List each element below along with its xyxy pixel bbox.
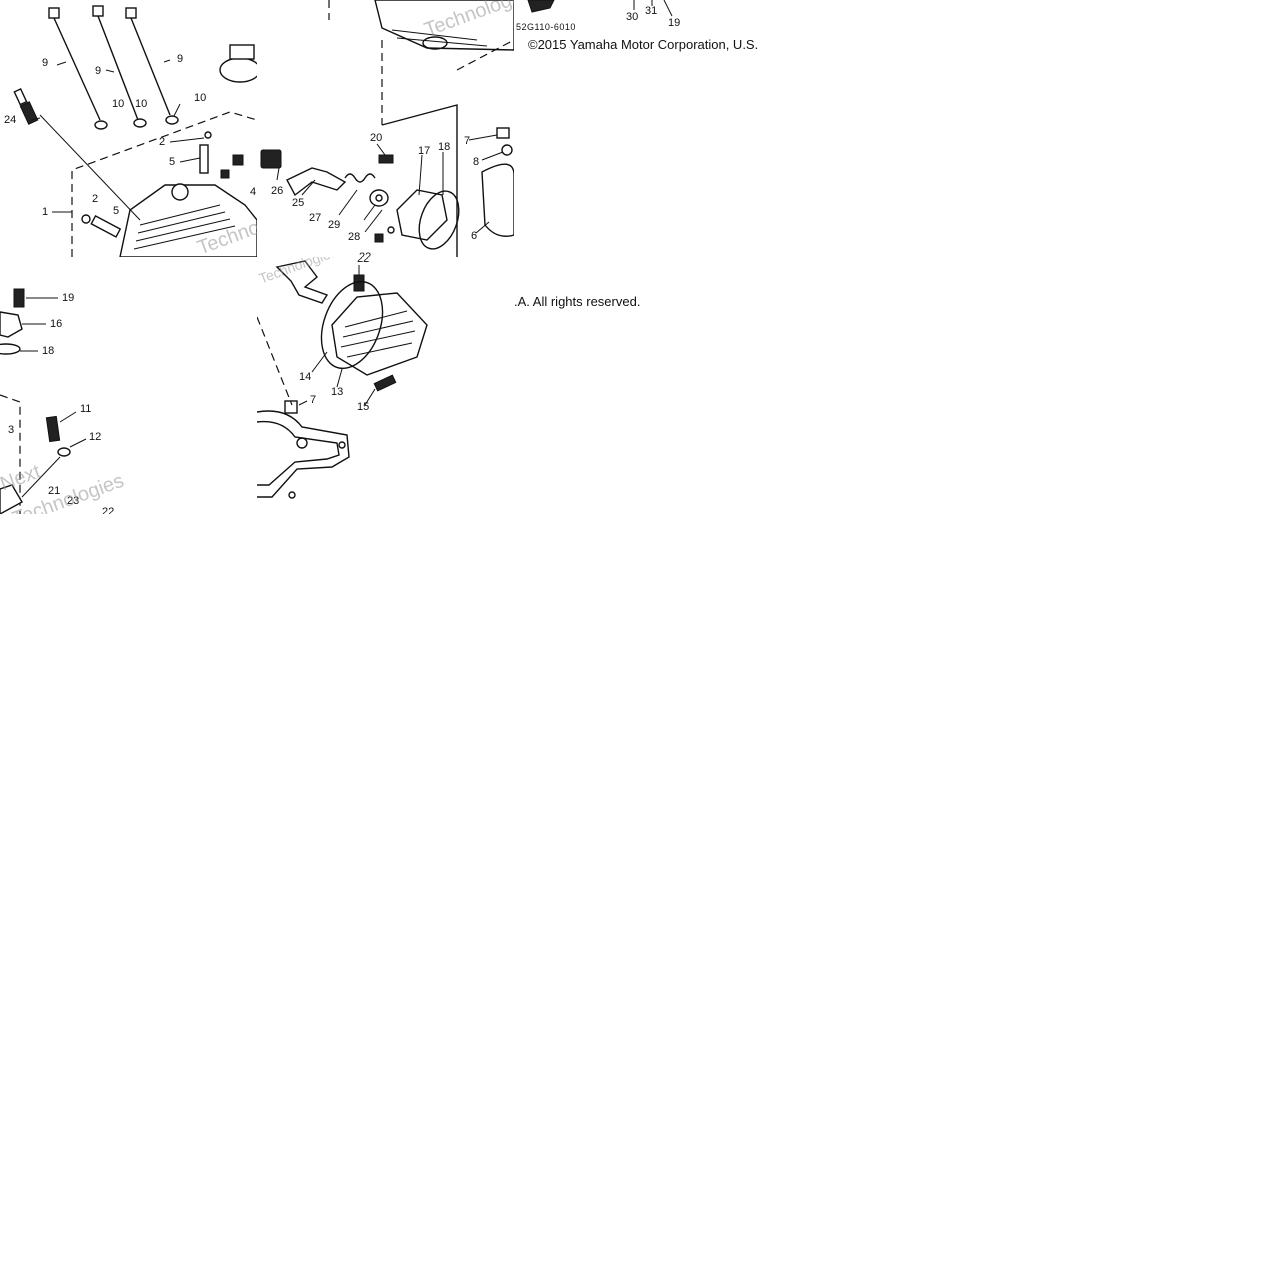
- washer: [133, 118, 147, 128]
- cam-cover-drawing: [260, 0, 514, 257]
- callout-label: 1: [42, 206, 49, 218]
- callout-label: 10: [135, 98, 148, 110]
- diagram-tile-cylinder-head-left: 9 9 9 10 10 24 10 2 5 4 1 2 5 Technologi…: [0, 0, 257, 257]
- cylinder-head-drawing-left: [13, 5, 257, 257]
- callout-label: 18: [438, 141, 451, 153]
- callout-label: 2: [159, 136, 166, 148]
- bolt: [220, 169, 230, 179]
- o-ring: [320, 280, 384, 370]
- callout-label: 19: [62, 292, 75, 304]
- o-ring: [418, 190, 460, 250]
- callout-label: 2: [92, 193, 99, 205]
- valve-guide: [199, 144, 209, 174]
- callout-label: 26: [271, 185, 284, 197]
- callout-label: 12: [89, 431, 102, 443]
- stud-bolt-head: [48, 7, 60, 19]
- part-code: 52G110-6010: [516, 22, 576, 32]
- washer: [57, 447, 71, 457]
- callout-label: 29: [328, 219, 341, 231]
- callout-label: 22: [102, 506, 115, 515]
- cylinder-head-top: [374, 0, 514, 51]
- copyright-line1: ©2015 Yamaha Motor Corporation, U.S.: [528, 37, 759, 52]
- callout-label: 7: [464, 135, 471, 147]
- o-ring: [219, 57, 257, 83]
- callout-label: 24: [4, 114, 17, 126]
- callout-label: 15: [357, 401, 370, 413]
- diagram-tile-oil-pipe: 19 16 18 3 11 12 21 23 22 Next Technolog…: [0, 257, 257, 514]
- spring: [344, 173, 376, 183]
- callout-label: 9: [177, 53, 184, 65]
- cap: [229, 44, 255, 60]
- stud-bolt: [97, 15, 139, 121]
- head-cover: [331, 292, 428, 376]
- callout-label: 8: [473, 156, 480, 168]
- callout-label: 10: [112, 98, 125, 110]
- stud-bolt-head: [125, 7, 137, 19]
- callout-label: 14: [299, 371, 312, 383]
- callout-label: 9: [95, 65, 102, 77]
- callout-label: 11: [80, 403, 92, 415]
- callout-label: 22: [359, 251, 372, 258]
- diagram-tile-cam-cover: 20 17 18 7 8 26 25 27 29 28 22 6 Technol…: [257, 0, 514, 257]
- callout-label: 3: [8, 424, 15, 436]
- bracket: [275, 260, 329, 304]
- callout-label: 10: [194, 92, 207, 104]
- callout-label: 19: [668, 17, 681, 29]
- callout-label: 22: [357, 257, 370, 265]
- callout-label: 30: [626, 11, 639, 23]
- cooling-fins: [133, 204, 236, 250]
- head-cover-drawing: [257, 260, 428, 499]
- cover-fins: [340, 310, 416, 358]
- callout-leaders-top: [527, 0, 673, 17]
- bolt: [13, 288, 25, 308]
- callout-label: 7: [310, 394, 317, 406]
- spark-plug-body: [19, 101, 39, 125]
- washer: [94, 120, 108, 130]
- bolt: [378, 154, 394, 164]
- bolt: [45, 415, 61, 443]
- callout-label: 9: [42, 57, 49, 69]
- callout-label: 13: [331, 386, 344, 398]
- callout-label: 28: [348, 231, 361, 243]
- diagram-tile-head-cover: 22 14 13 15 7 Technologies: [257, 257, 514, 514]
- callout-label: 23: [67, 495, 80, 507]
- callout-label: 17: [418, 145, 431, 157]
- callout-label: 21: [48, 485, 61, 497]
- washer: [165, 115, 179, 125]
- clip: [81, 214, 91, 224]
- stud-bolt: [130, 17, 171, 116]
- gasket: [257, 410, 350, 498]
- copyright-line2: .A. All rights reserved.: [514, 294, 641, 309]
- callout-label: 6: [471, 230, 478, 242]
- clip: [204, 131, 212, 139]
- callout-label: 31: [645, 5, 658, 17]
- callout-label: 27: [309, 212, 322, 224]
- callout-label: 20: [370, 132, 383, 144]
- valve-guide-lower: [90, 214, 122, 238]
- o-ring: [0, 343, 21, 355]
- bolt: [232, 154, 244, 166]
- valve-port: [171, 183, 189, 201]
- rocker-arm: [286, 167, 347, 197]
- callout-label: 25: [292, 197, 305, 209]
- callout-label: 16: [50, 318, 63, 330]
- bolt: [373, 374, 397, 392]
- assembly-outline: [71, 111, 257, 257]
- spark-plug: [13, 88, 28, 106]
- cover: [0, 311, 23, 338]
- plug: [496, 127, 510, 139]
- callout-label: 18: [42, 345, 55, 357]
- gasket: [481, 163, 514, 237]
- callout-label: 5: [113, 205, 120, 217]
- callout-label: 4: [250, 186, 257, 198]
- stud-bolt: [53, 17, 101, 121]
- stud-bolt-head: [92, 5, 104, 17]
- oil-pipe-drawing: [0, 288, 87, 514]
- plug: [284, 400, 298, 414]
- callout-label: 5: [169, 156, 176, 168]
- pad: [260, 149, 282, 169]
